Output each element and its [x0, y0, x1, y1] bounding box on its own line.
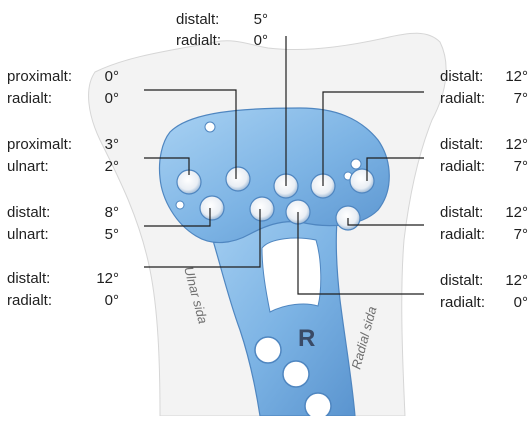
callout-angle: 7° — [498, 226, 528, 244]
callout-direction: radialt: — [7, 90, 52, 108]
callout-left-1: proximalt: 0° radialt: 0° — [7, 68, 122, 108]
callout-angle: 8° — [87, 204, 119, 222]
plate-dot — [176, 201, 184, 209]
screw-hole — [200, 196, 224, 220]
callout-direction: distalt: — [440, 68, 483, 86]
callout-angle: 12° — [498, 68, 528, 86]
callout-angle: 0° — [236, 32, 268, 50]
callout-direction: distalt: — [176, 11, 219, 29]
plate-dot — [351, 159, 361, 169]
shaft-hole — [283, 361, 309, 387]
shaft-hole — [255, 337, 281, 363]
callout-direction: radialt: — [440, 226, 485, 244]
callout-direction: ulnart: — [7, 158, 49, 176]
shaft-hole — [305, 393, 331, 416]
callout-angle: 7° — [498, 158, 528, 176]
callout-angle: 12° — [498, 136, 528, 154]
screw-hole — [350, 169, 374, 193]
callout-angle: 0° — [87, 90, 119, 108]
callout-angle: 3° — [87, 136, 119, 154]
callout-direction: radialt: — [440, 90, 485, 108]
callout-angle: 12° — [498, 272, 528, 290]
callout-right-4: distalt: 12° radialt: 0° — [440, 272, 531, 312]
screw-hole — [250, 197, 274, 221]
callout-left-2: proximalt: 3° ulnart: 2° — [7, 136, 122, 176]
callout-angle: 5° — [87, 226, 119, 244]
callout-angle: 5° — [236, 11, 268, 29]
callout-direction: proximalt: — [7, 136, 72, 154]
callout-angle: 0° — [87, 68, 119, 86]
callout-direction: distalt: — [7, 270, 50, 288]
callout-angle: 2° — [87, 158, 119, 176]
callout-right-1: distalt: 12° radialt: 7° — [440, 68, 531, 108]
callout-direction: radialt: — [440, 294, 485, 312]
callout-direction: radialt: — [7, 292, 52, 310]
callout-direction: distalt: — [7, 204, 50, 222]
callout-left-3: distalt: 8° ulnart: 5° — [7, 204, 122, 244]
callout-angle: 0° — [498, 294, 528, 312]
callout-direction: proximalt: — [7, 68, 72, 86]
plate-dot — [205, 122, 215, 132]
callout-direction: distalt: — [440, 272, 483, 290]
callout-angle: 0° — [87, 292, 119, 310]
callout-angle: 12° — [498, 204, 528, 222]
callout-left-4: distalt: 12° radialt: 0° — [7, 270, 122, 310]
callout-direction: radialt: — [176, 32, 221, 50]
callout-direction: distalt: — [440, 204, 483, 222]
callout-right-2: distalt: 12° radialt: 7° — [440, 136, 531, 176]
callout-right-3: distalt: 12° radialt: 7° — [440, 204, 531, 244]
callout-top: distalt: 5° radialt: 0° — [176, 11, 271, 51]
callout-direction: ulnart: — [7, 226, 49, 244]
screw-hole — [226, 167, 250, 191]
plate-mark-r: R — [298, 325, 315, 352]
plate-window — [262, 238, 321, 312]
callout-angle: 12° — [87, 270, 119, 288]
callout-direction: distalt: — [440, 136, 483, 154]
callout-angle: 7° — [498, 90, 528, 108]
callout-direction: radialt: — [440, 158, 485, 176]
